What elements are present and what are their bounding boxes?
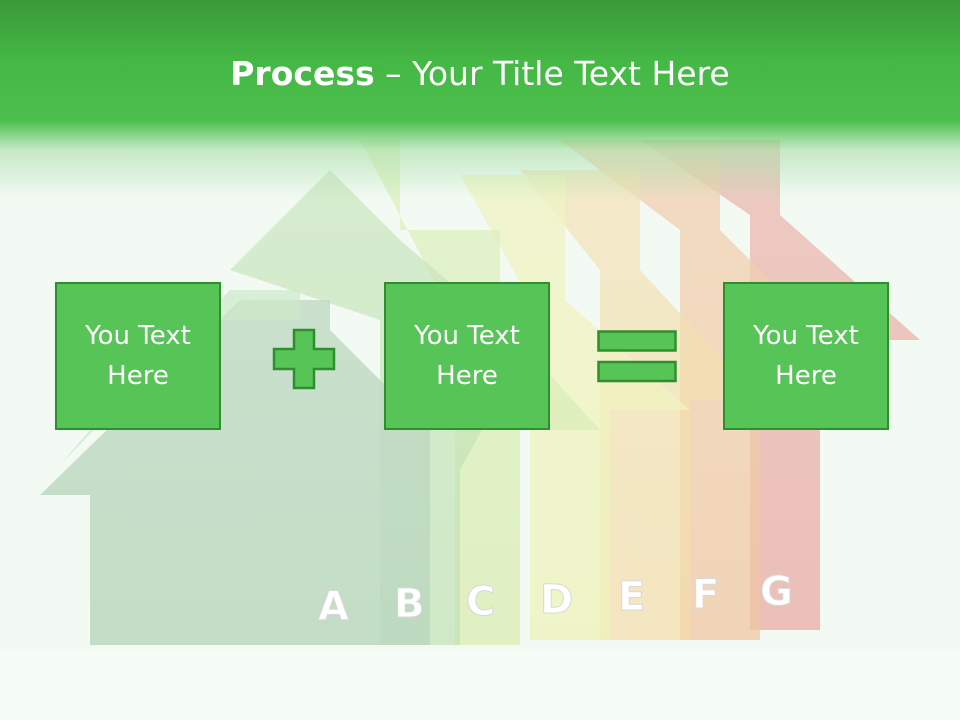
equals-icon — [597, 330, 677, 383]
text-box-3[interactable]: You Text Here — [723, 282, 889, 430]
energy-class-letter: F — [692, 572, 719, 618]
title-bar — [0, 0, 960, 200]
text-box-line: You Text — [414, 321, 520, 351]
slide-title[interactable]: Process – Your Title Text Here — [0, 52, 960, 96]
text-box-2[interactable]: You Text Here — [384, 282, 550, 430]
energy-class-letter: C — [466, 579, 495, 625]
title-bold-part: Process — [230, 54, 375, 93]
text-box-line: Here — [436, 361, 498, 391]
text-box-content: You Text Here — [73, 316, 203, 396]
energy-class-letter: D — [540, 577, 573, 623]
text-box-content: You Text Here — [741, 316, 871, 396]
energy-class-letter: A — [318, 584, 349, 630]
text-box-line: You Text — [753, 321, 859, 351]
plus-icon — [272, 328, 336, 390]
text-box-line: Here — [107, 361, 169, 391]
energy-class-letter: B — [394, 581, 425, 627]
energy-class-letter: E — [618, 574, 645, 620]
title-rest: – Your Title Text Here — [374, 54, 730, 93]
text-box-line: Here — [775, 361, 837, 391]
text-box-line: You Text — [85, 321, 191, 351]
text-box-1[interactable]: You Text Here — [55, 282, 221, 430]
energy-class-letter: G — [760, 569, 793, 615]
text-box-content: You Text Here — [402, 316, 532, 396]
